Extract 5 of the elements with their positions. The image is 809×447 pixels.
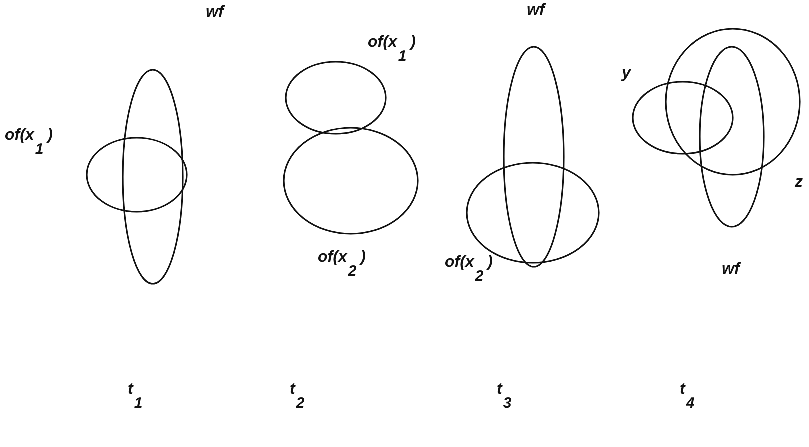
set-label: y xyxy=(622,66,631,82)
set-label: z xyxy=(795,175,803,191)
set-label: wf xyxy=(722,262,740,278)
set-label: wf xyxy=(527,3,545,19)
set-label: wf xyxy=(206,5,224,21)
